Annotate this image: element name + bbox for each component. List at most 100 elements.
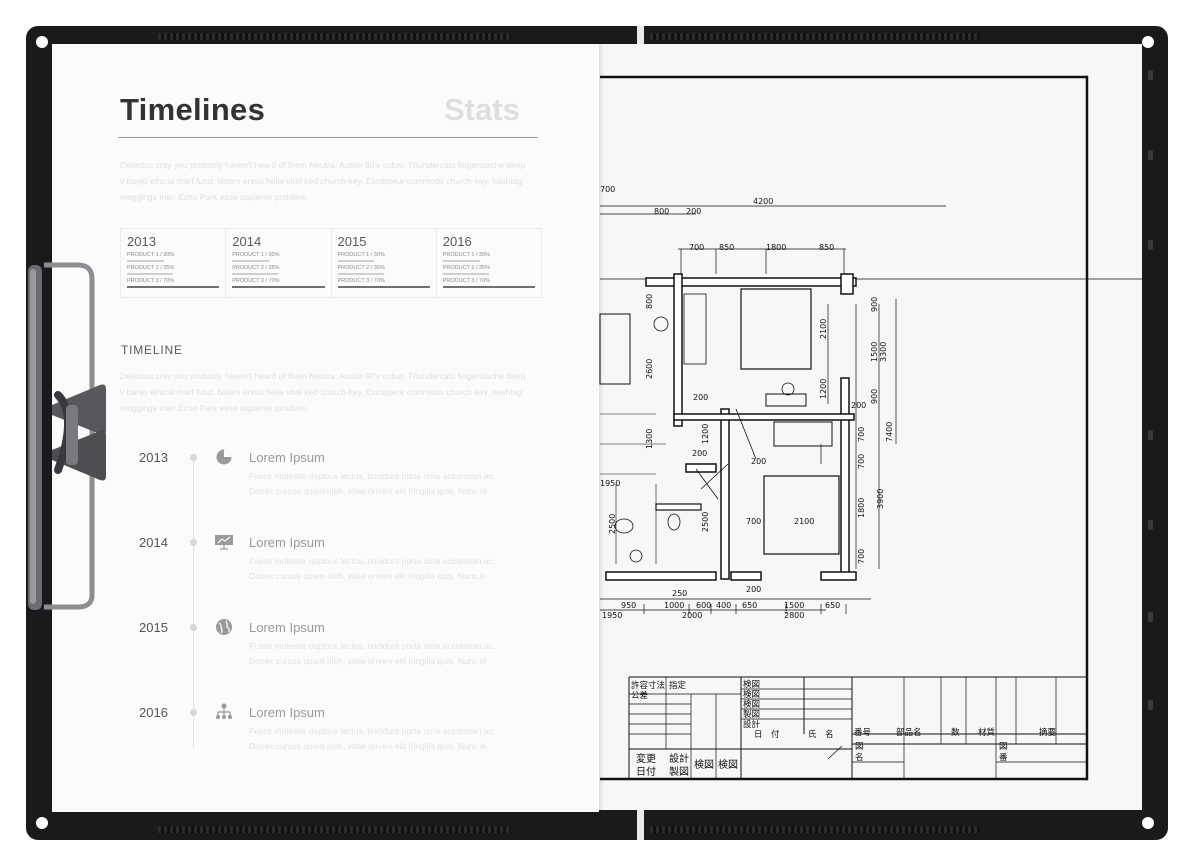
- stat-bar: [337, 286, 430, 288]
- timeline-year: 2014: [139, 535, 168, 550]
- timeline-dot: [190, 539, 197, 546]
- stat-product: PRODUCT 1 / 30%: [442, 252, 491, 258]
- dim-label: 850: [719, 243, 734, 252]
- title-block-text: 検図: [694, 758, 714, 771]
- stat-product: PRODUCT 3 / 70%: [127, 278, 175, 284]
- title-block-text: 番号: [854, 727, 871, 738]
- edge-notch: [1148, 430, 1153, 440]
- edge-notch: [1148, 700, 1153, 710]
- dim-label: 200: [693, 393, 708, 402]
- title-block-text: 製図: [669, 765, 689, 778]
- stat-product: PRODUCT 3 / 70%: [337, 278, 385, 284]
- title-block-text: 材質: [978, 727, 996, 738]
- floor-plan-drawing: 700 4200 800 200 700 850 1800 850 700 21…: [599, 75, 1142, 781]
- dim-label: 700: [857, 549, 866, 564]
- title-block-text: 検図: [743, 699, 760, 710]
- stat-bar: [127, 273, 174, 275]
- title-block-text: 摘要: [1039, 727, 1057, 738]
- stats-heading: Stats: [444, 92, 520, 127]
- stat-year: 2015: [337, 234, 367, 249]
- title-block-text: 名: [855, 752, 864, 763]
- stat-bar: [442, 273, 489, 275]
- title-block-text: 日付: [636, 765, 656, 778]
- stat-year: 2013: [127, 234, 156, 249]
- stat-column: 2016 PRODUCT 1 / 30% PRODUCT 2 / 35% PRO…: [437, 229, 541, 297]
- dim-label: 400: [716, 601, 731, 610]
- dim-label: 700: [689, 243, 704, 252]
- stat-bar: [232, 273, 279, 275]
- dim-label: 1200: [819, 379, 828, 399]
- dim-label: 900: [870, 389, 879, 404]
- dim-label: 1950: [602, 611, 622, 620]
- grip-strip-top-right: [650, 33, 980, 40]
- timeline-item-text: Fusce molestie dapibus lectus, tincidunt…: [249, 471, 496, 496]
- title-block-text: 検図: [743, 679, 760, 690]
- globe-icon: [216, 619, 232, 635]
- stat-product: PRODUCT 2 / 35%: [232, 265, 280, 271]
- dim-label: 700: [857, 427, 866, 442]
- timeline-item-title: Lorem Ipsum: [249, 535, 325, 550]
- timeline-dot: [190, 709, 197, 716]
- timeline-dot: [190, 624, 197, 631]
- stat-year: 2014: [232, 234, 262, 249]
- dim-label: 200: [692, 449, 707, 458]
- stat-product: PRODUCT 1 / 30%: [127, 252, 175, 258]
- corner-hole: [1142, 36, 1154, 48]
- stat-bar: [442, 286, 535, 288]
- stat-product: PRODUCT 2 / 35%: [127, 265, 175, 271]
- dim-label: 200: [746, 585, 761, 594]
- timeline-item-text: Fusce molestie dapibus lectus, tincidunt…: [249, 726, 496, 751]
- dim-label: 200: [751, 457, 766, 466]
- drawing-sheet: 700 4200 800 200 700 850 1800 850 700 21…: [596, 44, 1142, 810]
- title-block-text: 部品名: [896, 727, 922, 738]
- corner-hole: [36, 817, 48, 829]
- timeline-year: 2013: [139, 450, 168, 465]
- edge-notch: [1148, 240, 1153, 250]
- title-block-text: 設計: [743, 719, 761, 730]
- dim-label: 700: [600, 185, 615, 194]
- stat-bar: [127, 286, 220, 288]
- dim-label: 900: [870, 297, 879, 312]
- dim-label: 800: [654, 207, 669, 216]
- intro-paragraph: Delectus cray you probably haven't heard…: [120, 160, 526, 202]
- title-block-text: 氏 名: [808, 729, 834, 740]
- title-block-text: 図: [855, 742, 864, 752]
- stat-year: 2016: [442, 234, 472, 249]
- title-block-text: 製図: [743, 709, 760, 720]
- dim-label: 1500: [784, 601, 804, 610]
- title-block-text: 日 付: [754, 729, 780, 740]
- title-block-text: 公差: [631, 690, 648, 701]
- timeline-year: 2015: [139, 620, 168, 635]
- stat-product: PRODUCT 2 / 35%: [337, 265, 385, 271]
- timeline-item-text: Fusce molestie dapibus lectus, tincidunt…: [249, 556, 496, 581]
- binder-clip: [28, 262, 106, 610]
- title-block-text: 検図: [718, 758, 738, 771]
- dim-label: 2100: [794, 517, 814, 526]
- stat-bar: [442, 260, 480, 262]
- stat-bar: [232, 286, 325, 288]
- dim-label: 2500: [701, 512, 710, 532]
- stat-product: PRODUCT 1 / 30%: [337, 252, 385, 258]
- stat-column: 2013 PRODUCT 1 / 30% PRODUCT 2 / 35% PRO…: [121, 229, 227, 297]
- dim-label: 1300: [645, 429, 654, 449]
- title-block-text: 数: [951, 727, 960, 738]
- dim-label: 200: [686, 207, 701, 216]
- timeline-year: 2016: [139, 705, 168, 720]
- dim-label: 950: [621, 601, 636, 610]
- timeline-heading: TIMELINE: [121, 343, 183, 357]
- title-block-text: 許容寸法: [631, 680, 665, 691]
- dim-label: 3900: [876, 489, 885, 509]
- timeline-item-text: Fusce molestie dapibus lectus, tincidunt…: [249, 641, 496, 666]
- grip-strip-top-left: [158, 33, 510, 40]
- dim-label: 4200: [753, 197, 773, 206]
- stat-product: PRODUCT 3 / 70%: [442, 278, 491, 284]
- stat-bar: [232, 260, 270, 262]
- edge-notch: [1148, 520, 1153, 530]
- title-block-text: 検図: [743, 689, 760, 700]
- pie-chart-icon: [216, 449, 232, 465]
- presentation-icon: [215, 535, 233, 550]
- dim-label: 600: [696, 601, 711, 610]
- title-block-text: 設計: [669, 752, 689, 765]
- dim-label: 700: [857, 454, 866, 469]
- title-divider: [118, 137, 538, 138]
